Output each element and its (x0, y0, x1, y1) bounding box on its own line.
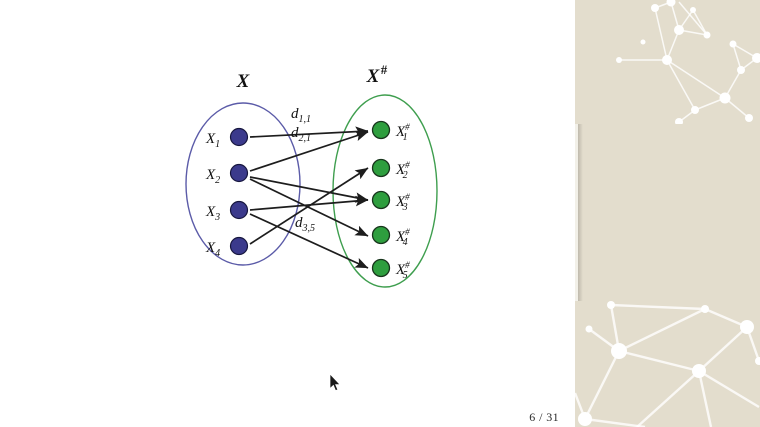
label-x4: X4 (205, 240, 220, 259)
node-x4 (229, 236, 249, 256)
slide-canvas: X X # X1 (185, 62, 559, 424)
edge-label-d21: d2,1 (291, 125, 311, 144)
node-x3 (229, 200, 249, 220)
sidebar-top-graphic (575, 0, 760, 124)
page-indicator: 6 / 31 (529, 410, 559, 424)
edge-x2-xs3 (249, 176, 369, 203)
edge-x2-xs4 (249, 178, 369, 237)
label-xs2: X#2 (395, 160, 410, 181)
diagram-svg: X X # X1 (185, 62, 438, 288)
right-nodes (371, 120, 391, 278)
label-x3: X3 (205, 204, 220, 223)
label-xs4: X#4 (395, 227, 410, 248)
node-x1 (229, 127, 249, 147)
node-x2 (229, 163, 249, 183)
sidebar-shadow (578, 0, 583, 427)
edge-x3-xs5 (249, 213, 369, 269)
left-node-labels: X1 X2 X3 X4 (205, 131, 220, 259)
node-xs1 (371, 120, 391, 140)
svg-text:#: # (381, 62, 388, 77)
edge-label-d35: d3,5 (295, 215, 315, 234)
edge-x2-xs1 (249, 130, 369, 172)
left-set-title: X (236, 71, 251, 92)
label-xs1: X#1 (395, 122, 410, 143)
node-xs5 (371, 258, 391, 278)
right-node-labels: X#1 X#2 X#3 X#4 X#5 (395, 122, 410, 281)
label-x2: X2 (205, 167, 220, 186)
label-xs5: X#5 (395, 260, 410, 281)
label-xs3: X#3 (395, 192, 410, 213)
sidebar-bottom-graphic (575, 301, 760, 427)
network-graphic-icon (616, 0, 760, 124)
left-nodes (229, 127, 249, 256)
mouse-cursor (329, 374, 341, 392)
edge-x4-xs2 (249, 167, 369, 245)
right-set-title: X # (366, 62, 388, 87)
edge-x1-xs1 (249, 126, 369, 138)
left-set-ellipse (185, 102, 301, 266)
sidebar-left-edge (575, 0, 578, 427)
edge-group (249, 126, 369, 269)
label-x1: X1 (205, 131, 220, 150)
node-xs3 (371, 190, 391, 210)
edge-labels: d1,1 d2,1 d3,5 (291, 106, 315, 234)
node-xs2 (371, 158, 391, 178)
edge-label-d11: d1,1 (291, 106, 311, 125)
network-graphic-icon-2 (575, 301, 760, 427)
node-xs4 (371, 225, 391, 245)
svg-text:X: X (366, 66, 381, 87)
right-sidebar (575, 0, 760, 427)
